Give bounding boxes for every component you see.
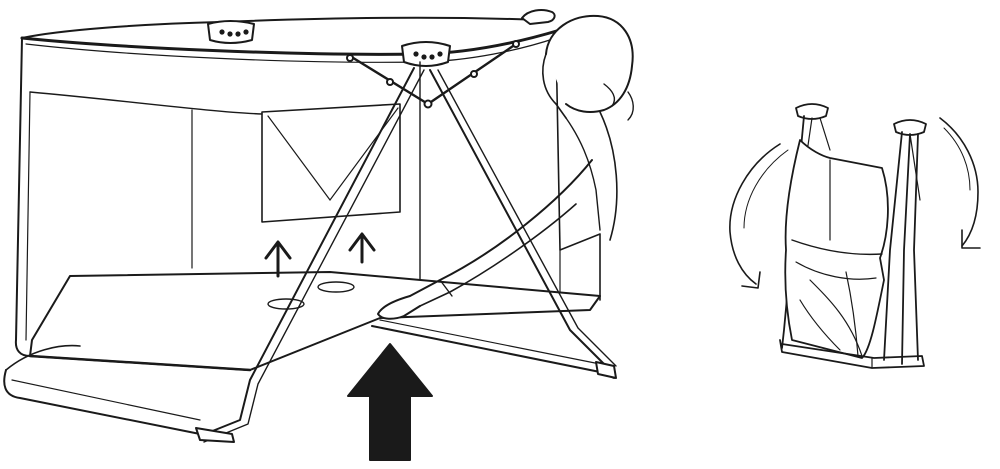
small-up-arrow-left <box>264 240 292 278</box>
person-hand-bottom <box>377 295 421 320</box>
cot-top-rim-back <box>21 16 541 39</box>
cot-corner-cap-front <box>401 41 451 67</box>
small-up-arrow-right <box>348 232 376 264</box>
person-head <box>545 14 634 113</box>
rotate-arrow-left <box>729 143 781 285</box>
panel-folded-crib <box>729 103 981 369</box>
folded-cap-left <box>795 103 829 120</box>
folded-cap-right <box>893 119 927 136</box>
small-up-arrows <box>264 232 376 278</box>
rotate-arrow-right <box>939 117 979 247</box>
person-hand-top <box>521 9 556 25</box>
cot-top-rim-front <box>20 28 562 56</box>
floor-slot-right <box>317 281 355 293</box>
cot-base-bar-left <box>3 369 233 439</box>
cot-frame-legs <box>3 40 617 443</box>
folded-cot <box>779 103 927 369</box>
folded-fabric <box>784 139 889 359</box>
person <box>377 9 634 320</box>
person-arm <box>409 159 593 297</box>
travel-cot <box>14 16 601 372</box>
rotate-arrows <box>729 117 981 289</box>
cot-left-end-seam <box>29 91 263 115</box>
folded-base <box>779 339 925 369</box>
large-push-up-arrow <box>347 343 433 461</box>
panel-unfold-crib <box>3 9 634 461</box>
floor-slot-left <box>267 298 305 310</box>
cot-back-window <box>261 103 401 223</box>
